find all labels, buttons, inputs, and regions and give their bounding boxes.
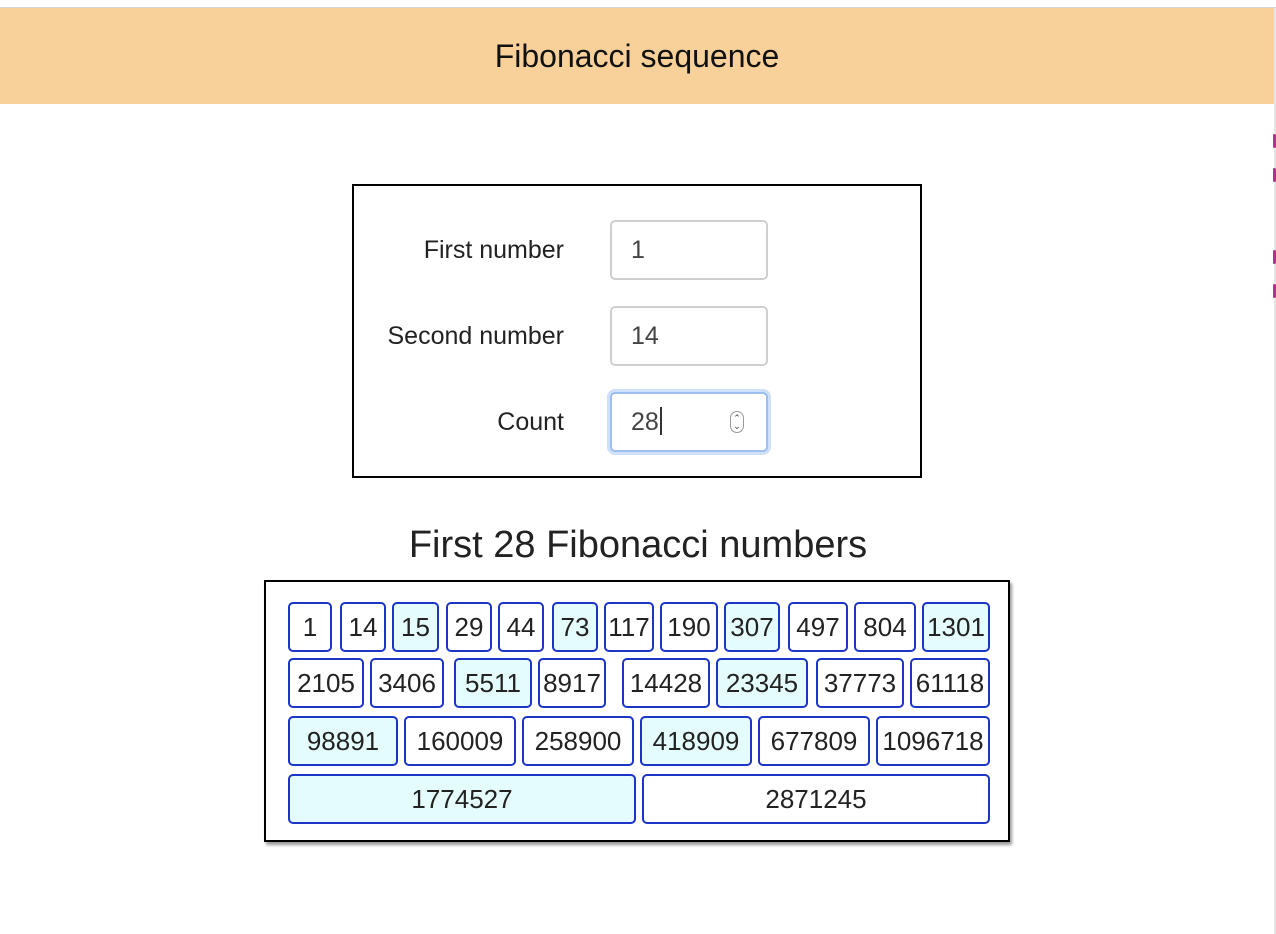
window-edge <box>1274 8 1276 934</box>
edge-marker <box>1273 250 1276 264</box>
fibonacci-number-cell: 1301 <box>922 602 990 652</box>
fibonacci-number-cell: 804 <box>854 602 916 652</box>
fibonacci-number-cell: 497 <box>788 602 848 652</box>
page-header: Fibonacci sequence <box>0 8 1274 104</box>
fibonacci-number-cell: 73 <box>552 602 598 652</box>
fibonacci-number-cell: 418909 <box>640 716 752 766</box>
first-number-input[interactable]: 1 <box>610 220 768 280</box>
count-stepper[interactable]: ⌃ ⌄ <box>730 411 744 433</box>
fibonacci-number-cell: 23345 <box>716 658 808 708</box>
fibonacci-number-cell: 14 <box>340 602 386 652</box>
fibonacci-number-cell: 1 <box>288 602 332 652</box>
fibonacci-number-cell: 117 <box>604 602 654 652</box>
fibonacci-number-cell: 3406 <box>370 658 444 708</box>
fibonacci-number-cell: 29 <box>446 602 492 652</box>
fibonacci-number-cell: 14428 <box>622 658 710 708</box>
fibonacci-number-cell: 2105 <box>288 658 364 708</box>
fibonacci-number-cell: 15 <box>392 602 439 652</box>
fibonacci-number-cell: 160009 <box>404 716 516 766</box>
fibonacci-number-cell: 1774527 <box>288 774 636 824</box>
text-caret <box>659 407 662 436</box>
stepper-up-icon[interactable]: ⌃ <box>733 413 741 423</box>
first-number-label: First number <box>423 236 564 264</box>
fibonacci-number-cell: 2871245 <box>642 774 990 824</box>
first-number-row: First number 1 <box>354 220 920 280</box>
page-title: Fibonacci sequence <box>494 37 780 74</box>
second-number-input[interactable]: 14 <box>610 306 768 366</box>
fibonacci-number-cell: 190 <box>660 602 718 652</box>
fibonacci-number-cell: 37773 <box>816 658 904 708</box>
count-row: Count 28 ⌃ ⌄ <box>354 392 920 452</box>
fibonacci-number-cell: 61118 <box>910 658 990 708</box>
second-number-value: 14 <box>631 322 659 350</box>
fibonacci-number-cell: 307 <box>724 602 780 652</box>
top-line <box>0 0 1276 8</box>
fibonacci-number-cell: 98891 <box>288 716 398 766</box>
fibonacci-number-cell: 1096718 <box>876 716 990 766</box>
input-form: First number 1 Second number 14 Count 28… <box>352 184 922 478</box>
fibonacci-number-cell: 5511 <box>454 658 532 708</box>
fibonacci-number-cell: 258900 <box>522 716 634 766</box>
result-title: First 28 Fibonacci numbers <box>408 524 868 566</box>
edge-marker <box>1273 168 1276 182</box>
count-value: 28 <box>631 408 659 436</box>
stepper-down-icon[interactable]: ⌄ <box>733 421 741 431</box>
fibonacci-number-cell: 8917 <box>538 658 606 708</box>
count-label: Count <box>497 408 564 436</box>
fibonacci-number-cell: 677809 <box>758 716 870 766</box>
edge-marker <box>1273 284 1276 298</box>
first-number-value: 1 <box>631 236 645 264</box>
count-input[interactable]: 28 ⌃ ⌄ <box>610 392 768 452</box>
fibonacci-number-cell: 44 <box>498 602 544 652</box>
edge-marker <box>1273 134 1276 148</box>
second-number-label: Second number <box>387 322 564 350</box>
second-number-row: Second number 14 <box>354 306 920 366</box>
